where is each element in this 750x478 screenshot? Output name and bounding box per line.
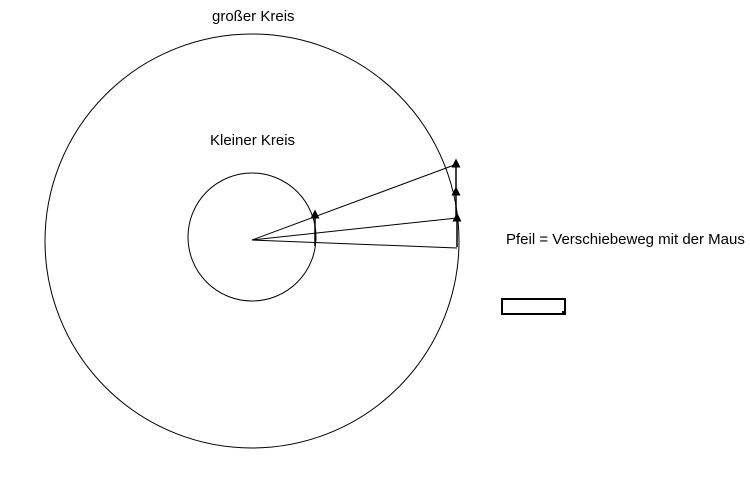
arrow-note-label: Pfeil = Verschiebeweg mit der Maus (506, 231, 745, 248)
radius-line-middle (251, 217, 458, 241)
large-circle (44, 33, 460, 449)
fill-handle[interactable] (562, 311, 566, 315)
radius-line-upper (251, 163, 458, 241)
big-circle-label: großer Kreis (212, 8, 295, 25)
selected-cell-box[interactable] (501, 298, 566, 315)
small-circle-label: Kleiner Kreis (210, 132, 296, 149)
small-circle (187, 172, 317, 302)
radius-line-lower (251, 239, 458, 249)
